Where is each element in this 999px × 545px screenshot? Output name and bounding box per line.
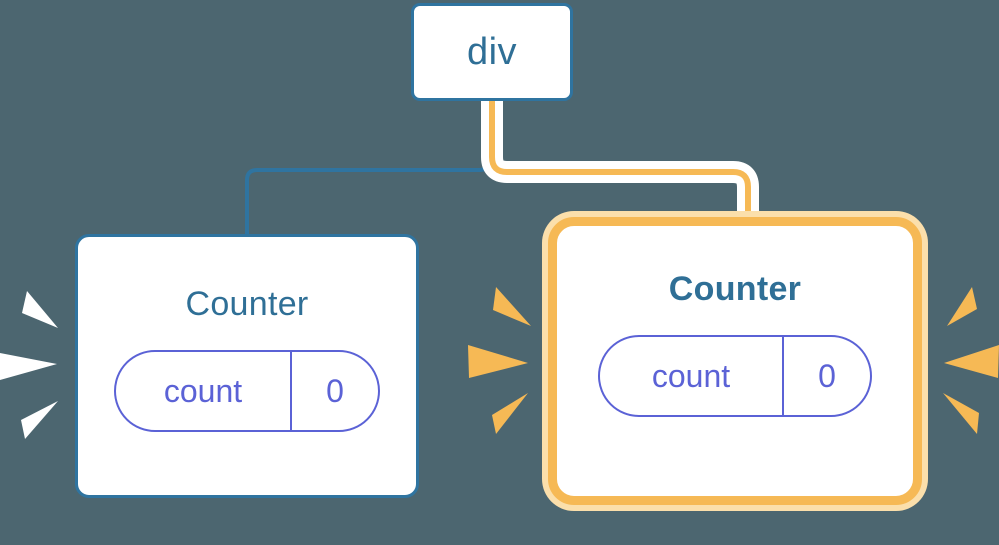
- component-title-left: Counter: [185, 285, 309, 323]
- sparkle-ray-icon: [493, 287, 531, 326]
- state-pill-right[interactable]: count 0: [598, 335, 872, 417]
- sparkle-ray-icon: [21, 401, 58, 439]
- sparkle-ray-icon: [468, 345, 528, 378]
- sparkle-ray-icon: [947, 287, 977, 326]
- node-div-label: div: [466, 31, 518, 73]
- edge-highlight-halo: [481, 101, 759, 224]
- state-pill-left[interactable]: count 0: [114, 350, 380, 432]
- connector-edges: [245, 99, 759, 238]
- component-card-counter-left[interactable]: Counter count 0: [75, 234, 419, 498]
- card-content-right: Counter count 0: [557, 226, 913, 542]
- sparkle-ray-icon: [492, 393, 528, 434]
- diagram-canvas: div Counter count 0 Counter count 0: [0, 3, 999, 505]
- sparkle-ray-icon: [944, 345, 999, 378]
- edge-div-to-left: [245, 99, 491, 238]
- sparkle-rays-left-white: [0, 291, 58, 439]
- sparkle-rays-middle-orange: [468, 287, 531, 434]
- state-value-right: 0: [782, 337, 870, 415]
- sparkle-ray-icon: [22, 291, 58, 328]
- component-card-counter-right[interactable]: Counter count 0: [548, 217, 922, 505]
- sparkle-ray-icon: [943, 393, 979, 434]
- sparkle-ray-icon: [0, 353, 57, 380]
- edge-div-to-right: [489, 101, 751, 224]
- card-content-left: Counter count 0: [78, 237, 416, 545]
- sparkle-rays-right-orange: [943, 287, 999, 434]
- component-title-right: Counter: [668, 270, 802, 308]
- state-key-right: count: [651, 358, 731, 394]
- state-value-left: 0: [290, 352, 378, 430]
- node-div[interactable]: div: [411, 3, 573, 101]
- state-key-left: count: [163, 373, 243, 409]
